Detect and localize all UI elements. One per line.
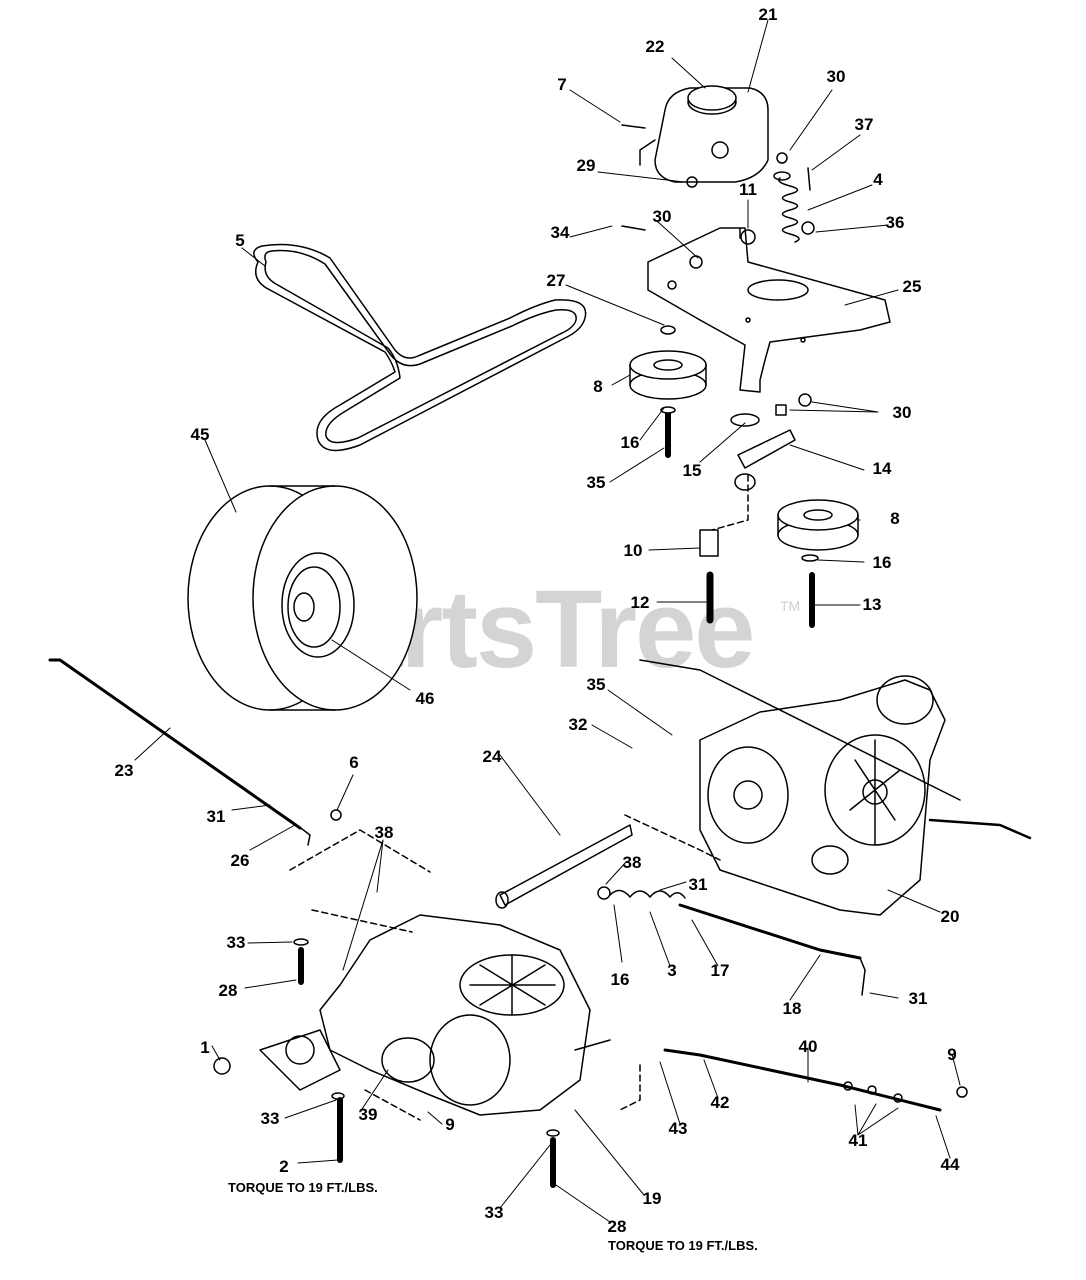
tension-spring <box>773 171 800 243</box>
idler-pulley-upper <box>629 325 707 400</box>
callout-26: 26 <box>231 851 250 870</box>
trademark-mark: TM <box>780 598 801 614</box>
callout-17: 17 <box>711 961 730 980</box>
callout-9: 9 <box>947 1045 956 1064</box>
callout-29: 29 <box>577 156 596 175</box>
callout-33: 33 <box>227 933 246 952</box>
idler-arm <box>737 429 796 469</box>
callout-31b: 31 <box>689 875 708 894</box>
idler-pulley-lower <box>777 499 859 551</box>
torque-note-right: TORQUE TO 19 FT./LBS. <box>608 1238 758 1253</box>
callout-34: 34 <box>551 223 570 242</box>
callout-28: 28 <box>219 981 238 1000</box>
callout-3: 3 <box>667 961 676 980</box>
drive-belt <box>253 243 587 452</box>
callout-35b: 35 <box>587 675 606 694</box>
callout-16b: 16 <box>873 553 892 572</box>
callout-30c: 30 <box>893 403 912 422</box>
callout-8b: 8 <box>890 509 899 528</box>
callout-15: 15 <box>683 461 702 480</box>
torque-note-left: TORQUE TO 19 FT./LBS. <box>228 1180 378 1195</box>
callout-43: 43 <box>669 1119 688 1138</box>
callout-6: 6 <box>349 753 358 772</box>
callout-4: 4 <box>873 170 883 189</box>
callout-33b: 33 <box>261 1109 280 1128</box>
callout-45: 45 <box>191 425 210 444</box>
callout-28b: 28 <box>608 1217 627 1236</box>
callout-21: 21 <box>759 5 778 24</box>
callout-13: 13 <box>863 595 882 614</box>
callout-11: 11 <box>739 180 757 199</box>
callout-19: 19 <box>643 1189 662 1208</box>
callout-42: 42 <box>711 1093 730 1112</box>
callout-31: 31 <box>207 807 226 826</box>
callout-18: 18 <box>783 999 802 1018</box>
callout-8: 8 <box>593 377 602 396</box>
transaxle-left <box>213 914 611 1116</box>
callout-16c: 16 <box>611 970 630 989</box>
callout-9b: 9 <box>445 1115 454 1134</box>
callout-23: 23 <box>115 761 134 780</box>
callout-33c: 33 <box>485 1203 504 1222</box>
callout-35: 35 <box>587 473 606 492</box>
callout-20: 20 <box>941 907 960 926</box>
callout-24: 24 <box>483 747 502 766</box>
callout-36: 36 <box>886 213 905 232</box>
callout-27: 27 <box>547 271 566 290</box>
callout-32: 32 <box>569 715 588 734</box>
callout-44: 44 <box>941 1155 960 1174</box>
callout-30: 30 <box>827 67 846 86</box>
callout-25: 25 <box>903 277 922 296</box>
callout-30b: 30 <box>653 207 672 226</box>
callout-31c: 31 <box>909 989 928 1008</box>
callout-14: 14 <box>873 459 892 478</box>
callout-39: 39 <box>359 1105 378 1124</box>
callout-16: 16 <box>621 433 640 452</box>
callout-38b: 38 <box>623 853 642 872</box>
callout-5: 5 <box>235 231 244 250</box>
callout-22: 22 <box>646 37 665 56</box>
idler-bracket <box>647 227 891 393</box>
hydraulic-reservoir <box>639 85 769 183</box>
callout-38: 38 <box>375 823 394 842</box>
callout-40: 40 <box>799 1037 818 1056</box>
callout-1: 1 <box>200 1038 209 1057</box>
callout-2: 2 <box>279 1157 288 1176</box>
callout-37: 37 <box>855 115 874 134</box>
transaxle-right <box>639 659 1032 916</box>
drive-tire <box>187 485 418 711</box>
callout-7: 7 <box>557 75 566 94</box>
callout-41: 41 <box>849 1131 868 1150</box>
callout-10: 10 <box>624 541 643 560</box>
callout-46: 46 <box>416 689 435 708</box>
callout-12: 12 <box>631 593 650 612</box>
